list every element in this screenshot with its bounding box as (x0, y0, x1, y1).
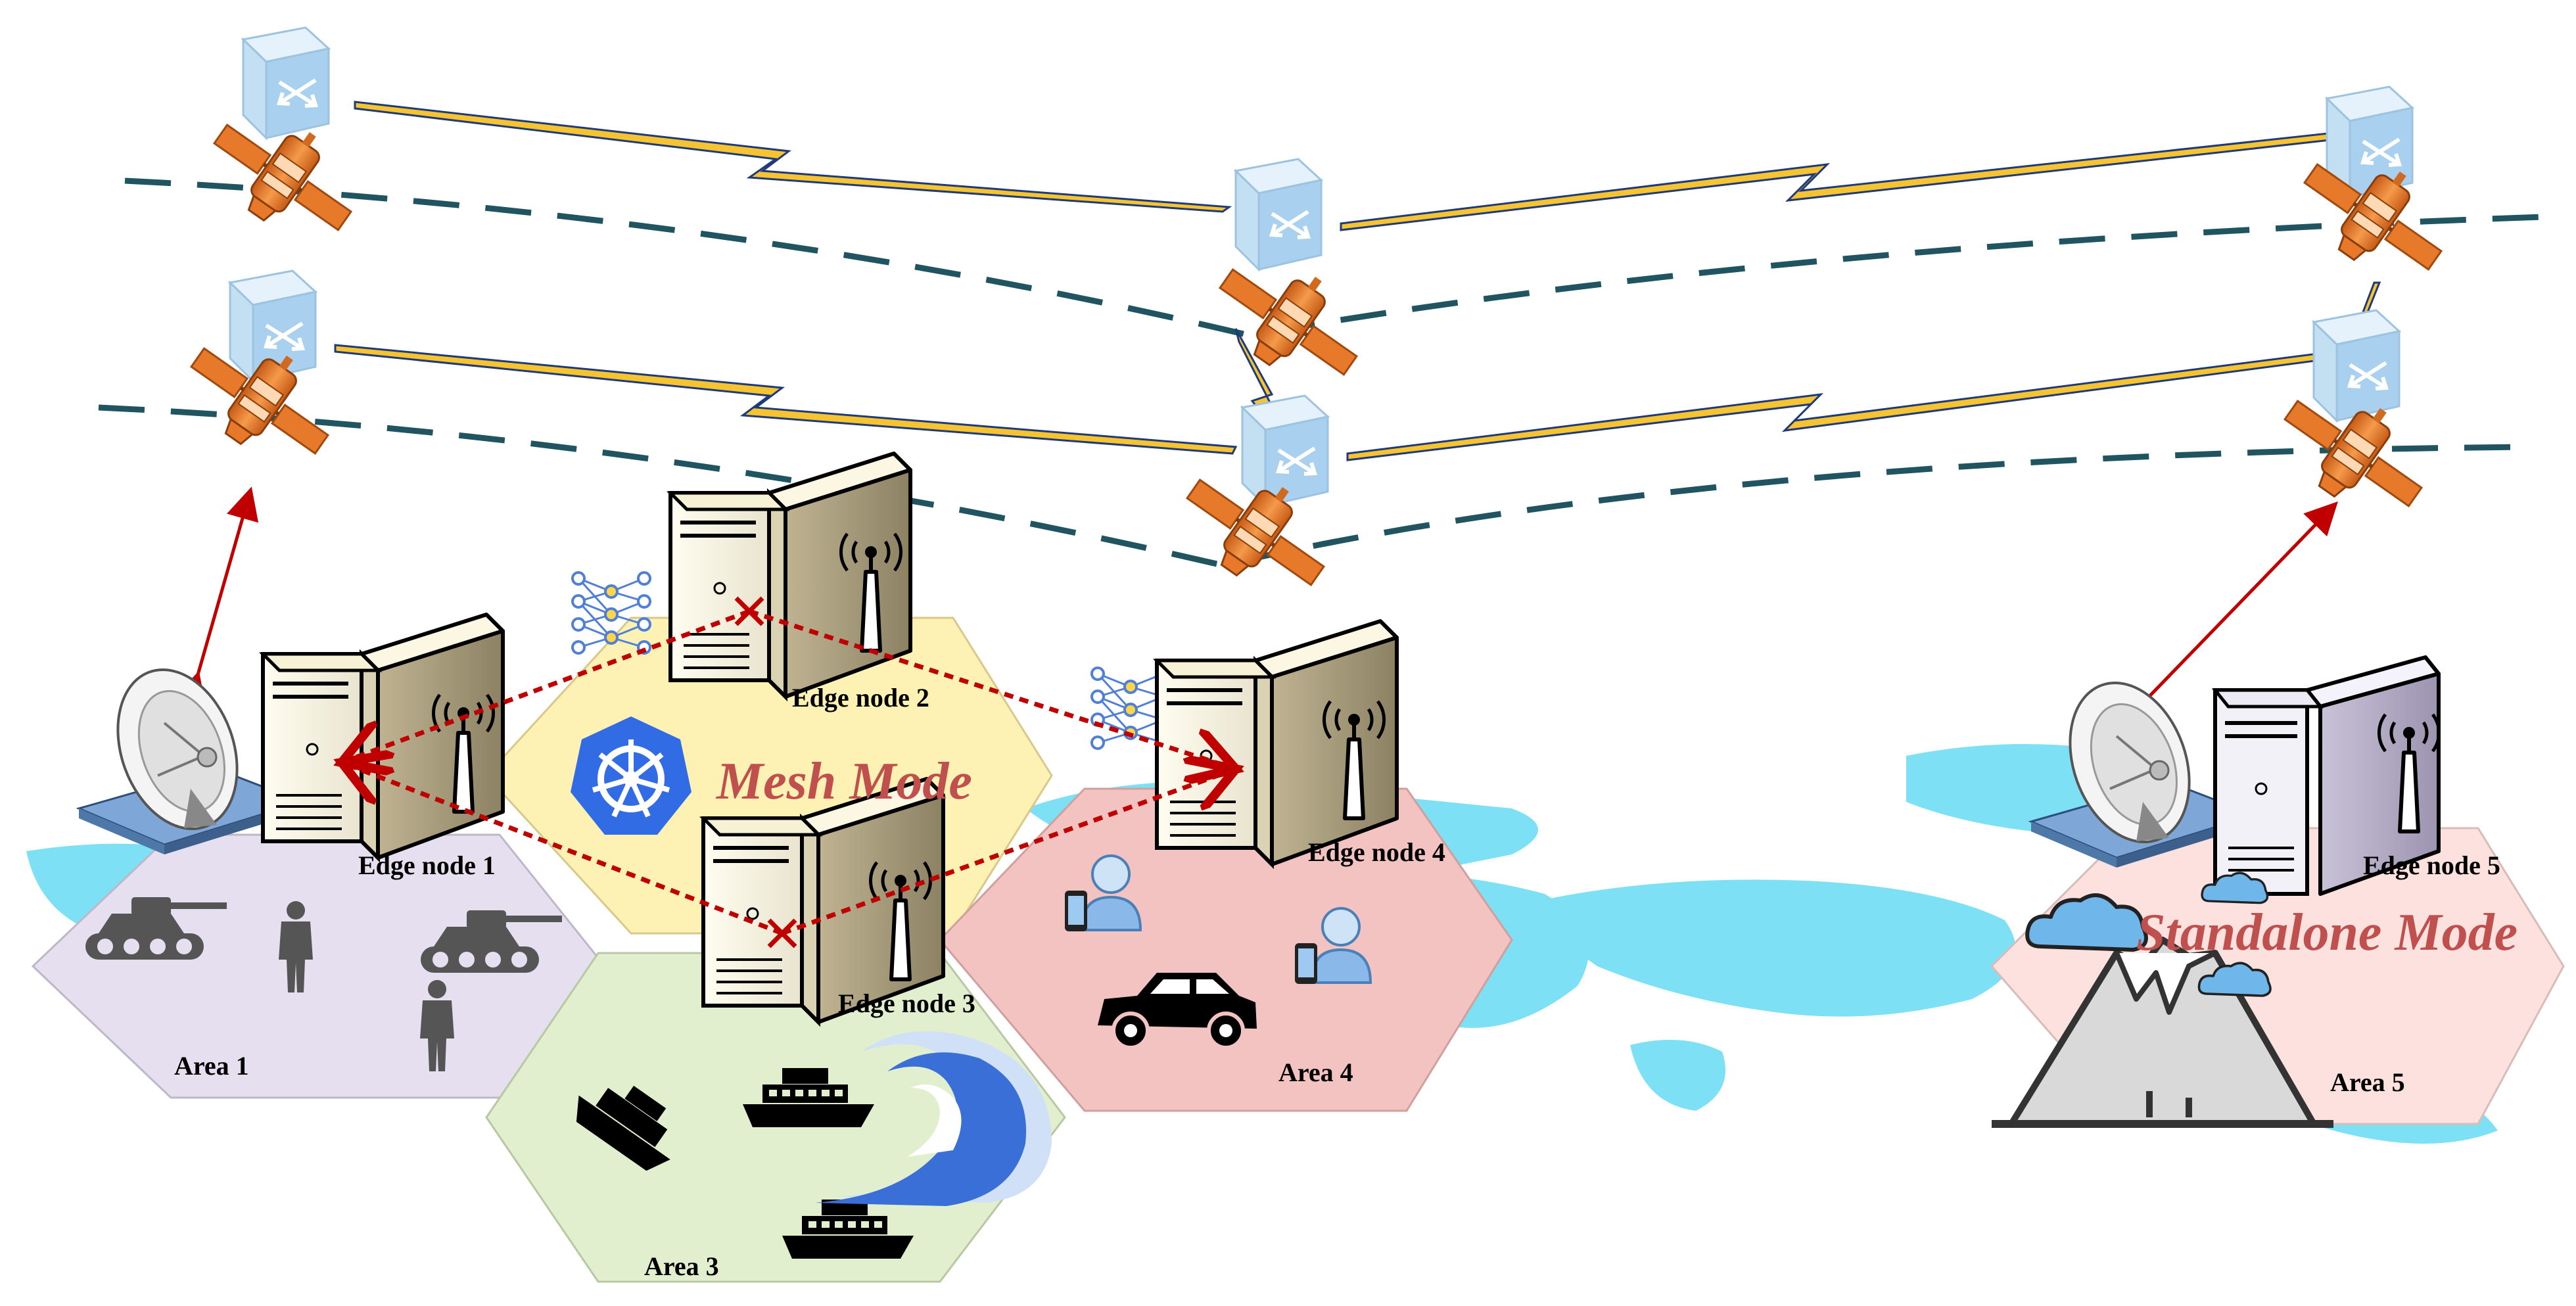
lightning-link (334, 101, 2387, 461)
satellite-icons (172, 91, 2465, 614)
area-4-label: Area 4 (1278, 1058, 1353, 1087)
mesh-links (342, 596, 1236, 948)
router-icons (230, 28, 2412, 506)
satellite-links (334, 101, 2387, 461)
volcano-icon (1992, 937, 2333, 1128)
uplinks (174, 486, 2338, 741)
area-5-label: Area 5 (2330, 1067, 2405, 1097)
edge-node-1-label: Edge node 1 (358, 851, 496, 880)
mesh-mode-label: Mesh Mode (715, 753, 972, 810)
orbit-lower (98, 404, 2531, 569)
area-1-label: Area 1 (174, 1051, 249, 1081)
edge-node-2-label: Edge node 2 (792, 683, 929, 712)
standalone-mode-label: Standalone Mode (2136, 904, 2517, 962)
kubernetes-icon (571, 716, 691, 835)
orbit-upper (124, 177, 2544, 338)
tsunami-wave-icon (815, 1031, 1052, 1206)
router-icon (243, 28, 329, 138)
area-3-label: Area 3 (644, 1251, 719, 1281)
edge-node-3-label: Edge node 3 (838, 989, 975, 1018)
orbits (98, 177, 2544, 569)
cruise-ship-icon (576, 1085, 670, 1171)
edge-node-5-label: Edge node 5 (2363, 851, 2500, 880)
router-icon (1236, 159, 1321, 269)
router-icon (2314, 310, 2399, 421)
edge-node-4-label: Edge node 4 (1308, 837, 1445, 867)
